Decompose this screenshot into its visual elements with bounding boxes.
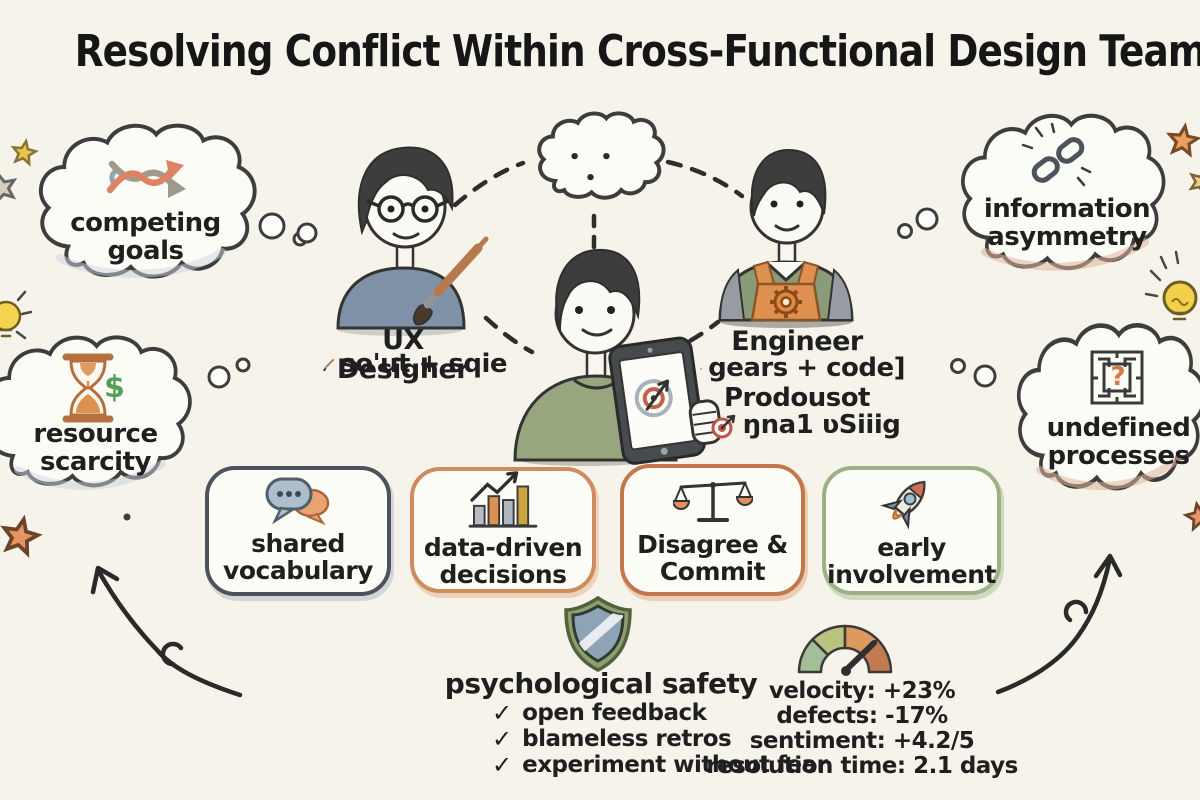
engineer-figure: [718, 148, 854, 328]
metric-defects: defects: -17%: [776, 703, 948, 729]
strategy-label: data-driven decisions: [423, 533, 583, 589]
strategy-label: early involvement: [827, 532, 996, 589]
role-tools-product: ŋna1 ʋSiiig: [708, 410, 903, 440]
role-label-ux-designer: UX Desigher: [336, 325, 470, 385]
paintbrush-icon: [412, 236, 489, 326]
strategy-card-data-driven: data-driven decisions: [410, 467, 596, 593]
psych-safety-checklist: ✓ open feedback ✓ blameless retros ✓ exp…: [492, 698, 828, 779]
role-tools-text: so'ut + sqie: [340, 349, 507, 379]
metric-velocity: velocity: +23%: [768, 678, 956, 704]
lightbulb-icon-right: [1144, 250, 1198, 321]
checklist-item: ✓ experiment without fear: [492, 750, 828, 779]
checklist-item-text: open feedback: [522, 699, 707, 726]
bar-chart-icon: [468, 471, 538, 528]
broken-chain-icon: [1021, 122, 1092, 187]
scales-icon: [672, 481, 753, 523]
gear-icon: [770, 286, 802, 318]
maze-icon: [1090, 350, 1144, 405]
dashed-connectors: [452, 159, 745, 355]
ux-designer-figure: [336, 146, 489, 336]
cloud-undefined-processes: [1019, 325, 1200, 488]
strategy-card-shared-vocabulary: shared vocabulary: [205, 466, 391, 596]
role-label-product: Prodousot: [724, 383, 871, 413]
checklist-item: ✓ open feedback: [492, 698, 827, 727]
role-tools-engineer: gears + code]: [700, 353, 905, 383]
brush-icon: [323, 358, 335, 372]
strategy-label: Disagree & Commit: [637, 530, 788, 586]
role-label-engineer: Engineer: [731, 326, 863, 357]
loop-arrow-left: [90, 565, 243, 698]
metric-sentiment: sentiment: +4.2/5: [749, 728, 975, 754]
page-title: Resolving Conflict Within Cross-Function…: [74, 26, 1200, 77]
role-tools-text: ŋna1 ʋSiiig: [742, 410, 901, 440]
cloud-resource-scarcity: [0, 335, 192, 490]
role-tools-ux-designer: so'ut + sqie: [322, 349, 507, 379]
product-person-figure: [513, 248, 723, 466]
shuffle-arrows-icon: [106, 160, 186, 198]
star-decorations: [0, 122, 1200, 557]
thought-cloud-dots: • • •: [568, 147, 620, 189]
glasses-icon: [366, 195, 449, 223]
check-icon: ✓: [492, 724, 513, 753]
tablet: [608, 336, 723, 465]
gear-icon-small: [700, 368, 702, 370]
checklist-item-text: blameless retros: [522, 725, 732, 752]
target-icon-small: [711, 414, 735, 439]
lightbulb-icon-left: [0, 290, 33, 340]
metric-resolution-time: resolution time: 2.1 days: [706, 753, 1018, 779]
metrics-block: velocity: +23% defects: -17% sentiment: …: [672, 679, 1052, 779]
cloud-label-resource-scarcity: resource scarcity: [33, 419, 158, 477]
cloud-label-competing-goals: competing goals: [70, 208, 221, 266]
role-tools-text: gears + code]: [708, 353, 905, 383]
shield-icon: [564, 595, 632, 672]
thought-bubbles: [207, 207, 997, 389]
loop-arrow-right: [995, 553, 1123, 695]
strategy-card-early-involvement: early involvement: [822, 466, 1001, 595]
speech-bubbles-icon: [265, 477, 330, 526]
checklist-item: ✓ blameless retros: [492, 724, 827, 753]
target-chart-icon: [634, 379, 673, 418]
hourglass-icon: [62, 353, 114, 423]
check-icon: ✓: [492, 750, 513, 779]
strategy-label: shared vocabulary: [223, 529, 373, 585]
strategy-card-disagree-commit: Disagree & Commit: [620, 464, 805, 596]
cloud-competing-goals: [41, 126, 255, 277]
psych-safety-title: psychological safety: [444, 667, 758, 700]
checklist-item-text: experiment without fear: [522, 751, 828, 778]
maze-question-mark: ?: [1110, 362, 1126, 392]
cloud-information-asymmetry: [963, 116, 1164, 271]
cloud-label-undefined-processes: undefined processes: [1046, 413, 1191, 471]
rocket-icon: [879, 480, 925, 530]
gauge-icon: [797, 624, 893, 676]
cloud-label-information-asymmetry: information asymmetry: [983, 194, 1151, 252]
check-icon: ✓: [492, 698, 513, 727]
dollar-sign: $: [104, 370, 125, 405]
